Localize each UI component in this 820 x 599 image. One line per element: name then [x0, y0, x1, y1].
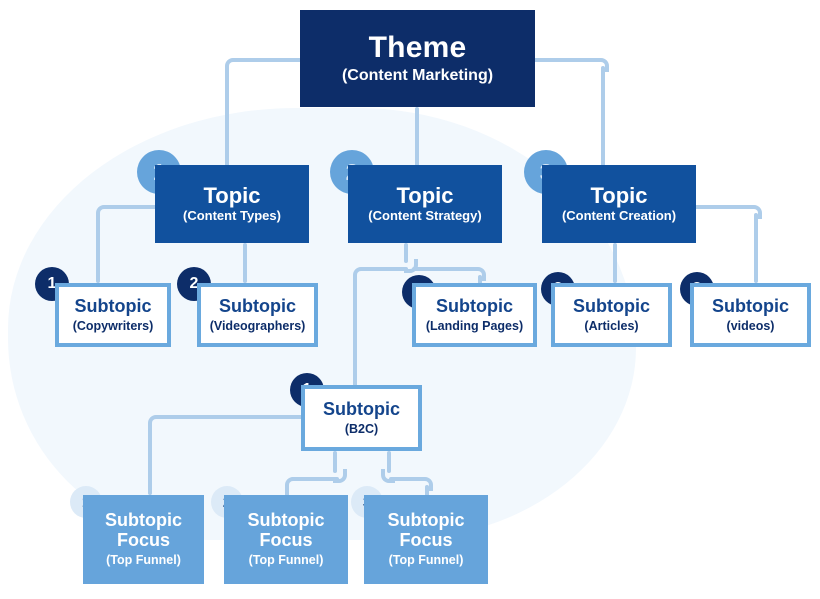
topic-node-3[interactable]: Topic (Content Creation): [542, 165, 696, 243]
connector-corner-landing: [472, 267, 486, 281]
theme-node[interactable]: Theme (Content Marketing): [300, 10, 535, 107]
topic-node-2[interactable]: Topic (Content Strategy): [348, 165, 502, 243]
focus-label-line1: Subtopic: [387, 510, 465, 531]
theme-detail: (Content Marketing): [341, 67, 494, 84]
focus-node-1[interactable]: Subtopic Focus (Top Funnel): [83, 495, 204, 584]
theme-label: Theme: [368, 30, 467, 64]
focus-detail: (Top Funnel): [248, 553, 324, 568]
connector-corner-topic2-left: [353, 267, 367, 281]
connector-topic2-left: [361, 267, 408, 271]
connector-topic2-to-landing: [412, 267, 478, 271]
connector-b2c-to-focus3-h: [389, 477, 425, 481]
connector-corner-topic2-down: [404, 259, 418, 273]
connector-topic3-to-videos: [754, 213, 758, 283]
focus-label-line2: Focus: [259, 529, 313, 550]
subtopic-label: Subtopic: [323, 399, 400, 420]
connector-topic2-down: [404, 243, 408, 263]
connector-corner-focus3: [419, 477, 433, 491]
subtopic-node-b2c[interactable]: Subtopic (B2C): [301, 385, 422, 451]
subtopic-node-articles[interactable]: Subtopic (Articles): [551, 283, 672, 347]
focus-label-line1: Subtopic: [105, 510, 182, 531]
subtopic-detail: (Articles): [584, 318, 639, 333]
connector-theme-left: [233, 58, 303, 62]
connector-theme-to-topic3: [601, 66, 605, 167]
focus-label-line1: Subtopic: [247, 510, 325, 531]
focus-label-line2: Focus: [116, 529, 170, 550]
focus-detail: (Top Funnel): [106, 553, 181, 568]
focus-node-2[interactable]: Subtopic Focus (Top Funnel): [224, 495, 348, 584]
connector-corner-focus2: [285, 477, 299, 491]
connector-corner-b2c-left-out: [148, 415, 162, 429]
connector-b2c-to-focus3: [425, 485, 429, 497]
focus-node-3[interactable]: Subtopic Focus (Top Funnel): [364, 495, 488, 584]
subtopic-node-videographers[interactable]: Subtopic (Videographers): [197, 283, 318, 347]
subtopic-label: Subtopic: [74, 296, 152, 317]
subtopic-node-copywriters[interactable]: Subtopic (Copywriters): [55, 283, 171, 347]
connector-theme-to-topic1: [225, 66, 229, 167]
focus-detail: (Top Funnel): [388, 553, 464, 568]
topic-detail: (Content Strategy): [368, 208, 482, 224]
connector-b2c-bottom-right: [387, 451, 391, 473]
connector-corner-topic1-left: [96, 205, 110, 219]
connector-corner-b2c-bl: [333, 469, 347, 483]
subtopic-detail: (Copywriters): [72, 318, 154, 333]
connector-b2c-to-focus2: [285, 485, 289, 497]
connector-corner-b2c-br: [381, 469, 395, 483]
connector-corner-theme-right: [595, 58, 609, 72]
topic-node-1[interactable]: Topic (Content Types): [155, 165, 309, 243]
connector-b2c-bottom-left: [333, 451, 337, 473]
connector-b2c-to-focus1: [148, 423, 152, 495]
connector-corner-theme-left: [225, 58, 239, 72]
subtopic-detail: (Landing Pages): [425, 318, 524, 333]
connector-corner-topic3-right: [748, 205, 762, 219]
focus-label-line2: Focus: [399, 529, 453, 550]
subtopic-label: Subtopic: [573, 296, 650, 317]
connector-topic1-to-subtopic1: [96, 213, 100, 283]
connector-topic1-to-subtopic2: [243, 243, 247, 283]
topic-detail: (Content Types): [183, 208, 281, 224]
topic-label: Topic: [396, 182, 454, 208]
topic-detail: (Content Creation): [561, 208, 677, 224]
connector-topic3-center-down: [613, 243, 617, 283]
subtopic-node-videos[interactable]: Subtopic (videos): [690, 283, 811, 347]
connector-landing-drop: [478, 275, 482, 285]
connector-b2c-left-out: [156, 415, 304, 419]
subtopic-label: Subtopic: [436, 296, 513, 317]
connector-theme-to-topic2: [415, 107, 419, 167]
topic-label: Topic: [590, 182, 648, 208]
subtopic-detail: (videos): [726, 318, 775, 333]
connector-topic1-left: [104, 205, 157, 209]
connector-b2c-to-focus2-h: [291, 477, 339, 481]
topic-label: Topic: [203, 182, 261, 208]
connector-topic3-right: [694, 205, 754, 209]
subtopic-label: Subtopic: [712, 296, 789, 317]
subtopic-label: Subtopic: [219, 296, 296, 317]
subtopic-node-landing-pages[interactable]: Subtopic (Landing Pages): [412, 283, 537, 347]
connector-theme-right: [533, 58, 601, 62]
subtopic-detail: (Videographers): [209, 318, 306, 333]
connector-topic2-to-b2c: [353, 275, 357, 383]
subtopic-detail: (B2C): [344, 421, 379, 436]
